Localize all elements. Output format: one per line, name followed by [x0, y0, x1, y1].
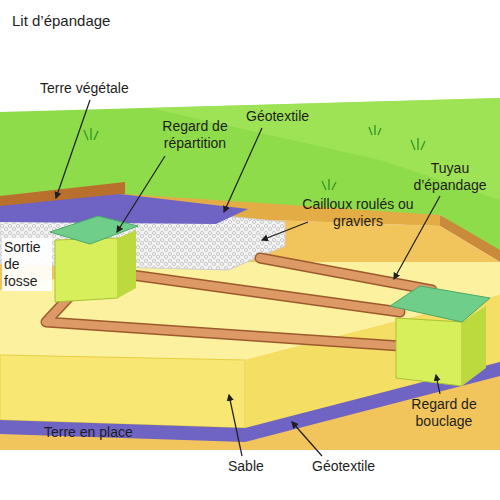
sand-front — [0, 355, 245, 428]
callout-label: Sable — [228, 458, 264, 475]
callout-label: Terre végétale — [40, 80, 129, 97]
callout-label: Regard de répartition — [149, 118, 241, 152]
callout-label: Géotextile — [246, 108, 309, 125]
callout-label: Tuyau d’épandage — [406, 160, 494, 194]
callout-label: Cailloux roulés ou graviers — [299, 196, 417, 230]
loop-box-body — [396, 318, 462, 386]
diagram-title: Lit d’épandage — [12, 12, 110, 30]
natural-ground — [0, 194, 500, 450]
callout-label: Géotextile — [312, 458, 375, 475]
loop-box-lid — [390, 286, 490, 322]
callout-label: Sortie de fosse — [2, 238, 52, 291]
grass-tufts — [84, 125, 425, 190]
leader-lines — [56, 100, 440, 456]
distribution-box-body — [55, 238, 118, 302]
region-label: Terre en place — [44, 424, 133, 441]
callout-label: Regard de bouclage — [401, 396, 487, 430]
geotextile-top — [0, 194, 248, 224]
distribution-box-side — [118, 230, 136, 298]
grass-light — [150, 98, 500, 200]
